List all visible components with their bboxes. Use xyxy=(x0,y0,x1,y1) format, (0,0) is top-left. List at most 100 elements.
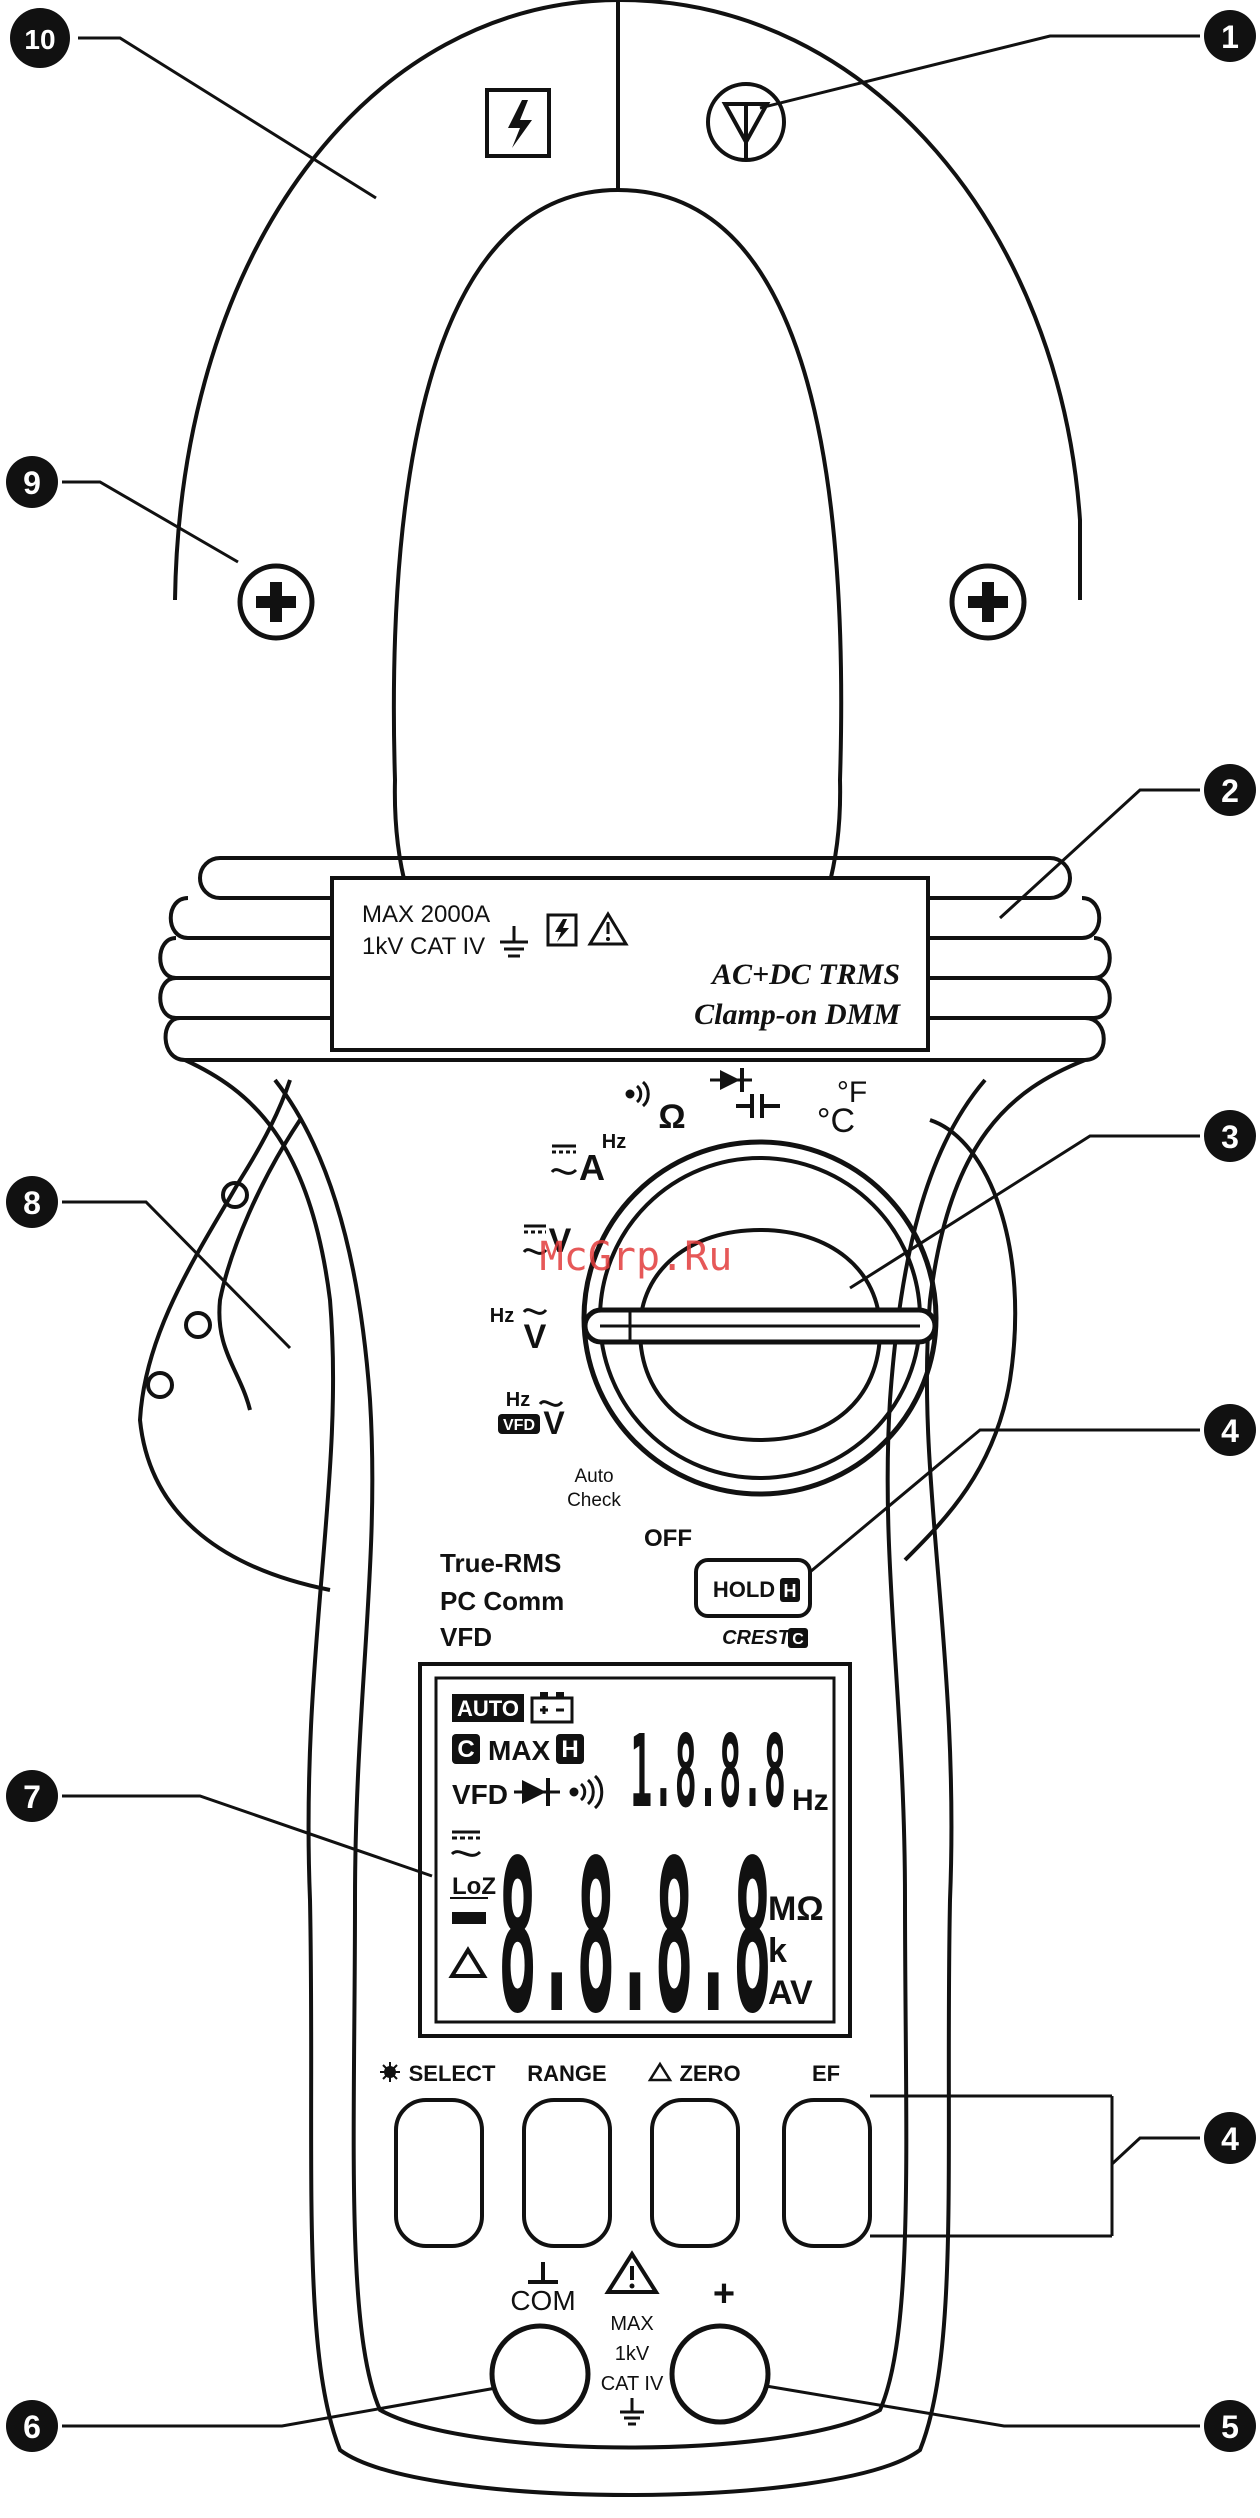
lcd-unit-mohm: MΩ xyxy=(768,1890,824,1928)
ef-button[interactable] xyxy=(784,2100,870,2246)
com-ground-icon xyxy=(528,2262,558,2282)
lcd-h: H xyxy=(561,1736,578,1763)
lcd-vfd: VFD xyxy=(452,1779,508,1810)
lcd-unit-k: k xyxy=(768,1932,787,1970)
dial-volt-vfd: V xyxy=(543,1405,565,1441)
screw-right-icon xyxy=(952,566,1024,638)
terminal-warning-icon xyxy=(608,2254,656,2292)
dial-temp-f: °F xyxy=(837,1076,867,1109)
callout-7: 7 xyxy=(6,1770,58,1822)
label-plate: MAX 2000A 1kV CAT IV AC+DC TRMS Clamp-on… xyxy=(332,878,928,1050)
zero-label: ZERO xyxy=(679,2061,740,2086)
plate-line2: Clamp-on DMM xyxy=(694,998,901,1031)
lcd-auto: AUTO xyxy=(457,1696,519,1721)
rating-cat: CAT IV xyxy=(601,2373,664,2395)
plate-max-current: MAX 2000A xyxy=(362,901,490,928)
com-terminal[interactable] xyxy=(492,2326,588,2422)
lcd-unit-hz: Hz xyxy=(792,1784,829,1817)
dial-amp-hz: Hz xyxy=(602,1131,626,1153)
svg-text:4: 4 xyxy=(1221,2121,1239,2157)
svg-text:4: 4 xyxy=(1221,1413,1239,1449)
ef-label: EF xyxy=(812,2061,840,2086)
dial-auto: Auto xyxy=(574,1466,613,1487)
watermark: McGrp.Ru xyxy=(540,1234,733,1280)
jaw-outer-outline xyxy=(175,0,1080,600)
dial-hz-v: Hz xyxy=(490,1305,514,1327)
hold-button-label: HOLD xyxy=(713,1577,775,1602)
callout-4-hold: 4 xyxy=(1204,1404,1256,1456)
lcd-small-digits: 1.8.8.8 xyxy=(630,1713,786,1830)
lcd-c: C xyxy=(457,1736,474,1763)
continuity-icon xyxy=(627,1082,648,1106)
plate-category: 1kV CAT IV xyxy=(362,933,485,960)
dial-off: OFF xyxy=(644,1525,692,1552)
capacitor-icon xyxy=(736,1094,780,1118)
feature-true-rms: True-RMS xyxy=(440,1548,561,1578)
dial-check: Check xyxy=(567,1490,621,1511)
acdc-symbol-a xyxy=(552,1146,576,1173)
svg-text:6: 6 xyxy=(23,2409,41,2445)
callout-4-buttons: 4 xyxy=(1204,2112,1256,2164)
callout-badges: 1 2 3 4 4 5 6 7 xyxy=(6,8,1256,2452)
terminal-ground-icon xyxy=(620,2398,644,2424)
svg-text:8: 8 xyxy=(23,1185,41,1221)
leader-lines xyxy=(62,36,1200,2426)
ac-tilde-v xyxy=(524,1310,546,1314)
range-label: RANGE xyxy=(527,2061,606,2086)
backlight-icon xyxy=(380,2062,400,2082)
callout-2: 2 xyxy=(1204,764,1256,816)
dial-ohm: Ω xyxy=(658,1098,685,1136)
svg-text:7: 7 xyxy=(23,1779,41,1815)
rating-voltage: 1kV xyxy=(615,2343,650,2365)
callout-10: 10 xyxy=(10,8,70,68)
callout-3: 3 xyxy=(1204,1110,1256,1162)
zero-delta-icon xyxy=(650,2064,670,2080)
svg-text:10: 10 xyxy=(24,24,55,55)
svg-text:2: 2 xyxy=(1221,773,1239,809)
callout-1: 1 xyxy=(1204,10,1256,62)
callout-6: 6 xyxy=(6,2400,58,2452)
diode-icon xyxy=(710,1068,752,1092)
svg-text:5: 5 xyxy=(1221,2409,1239,2445)
com-label: COM xyxy=(510,2285,575,2316)
hold-button[interactable]: HOLD H xyxy=(696,1560,810,1616)
plate-line1: AC+DC TRMS xyxy=(710,958,900,991)
dial-hz-vfd: Hz xyxy=(506,1389,530,1411)
dial-amp: A xyxy=(579,1147,605,1188)
zero-button[interactable] xyxy=(652,2100,738,2246)
antenna-ncv-icon xyxy=(708,84,784,160)
feature-list: True-RMS PC Comm VFD xyxy=(440,1548,564,1652)
svg-text:1: 1 xyxy=(1221,19,1239,55)
select-button[interactable] xyxy=(396,2100,482,2246)
lcd-max: MAX xyxy=(488,1735,551,1766)
dial-vfd-text: VFD xyxy=(503,1417,535,1434)
plus-label: + xyxy=(713,2273,735,2315)
range-button[interactable] xyxy=(524,2100,610,2246)
rating-max: MAX xyxy=(610,2313,653,2335)
lcd-display: AUTO C MAX H VFD xyxy=(420,1664,850,2060)
lcd-minus xyxy=(452,1912,486,1924)
screw-left-icon xyxy=(240,566,312,638)
rotary-dial[interactable] xyxy=(584,1142,936,1494)
hazard-box-icon xyxy=(487,90,549,156)
trigger-lever xyxy=(140,1080,330,1590)
lcd-unit-av: AV xyxy=(768,1974,813,2012)
crest-label: CREST xyxy=(722,1627,792,1649)
plus-terminal[interactable] xyxy=(672,2326,768,2422)
feature-vfd: VFD xyxy=(440,1622,492,1652)
callout-9: 9 xyxy=(6,456,58,508)
crest-c-letter: C xyxy=(792,1631,804,1648)
callout-5: 5 xyxy=(1204,2400,1256,2452)
lcd-loz: LoZ xyxy=(452,1873,496,1900)
select-label: SELECT xyxy=(409,2061,496,2086)
dial-volt-ac: V xyxy=(524,1318,547,1356)
feature-pc-comm: PC Comm xyxy=(440,1586,564,1616)
svg-text:3: 3 xyxy=(1221,1119,1239,1155)
callout-8: 8 xyxy=(6,1176,58,1228)
lcd-big-digits: 8.8.8.8 xyxy=(498,1815,772,2060)
hold-h-letter: H xyxy=(784,1581,797,1601)
svg-text:9: 9 xyxy=(23,465,41,501)
function-buttons: SELECT RANGE ZERO EF xyxy=(380,2061,870,2246)
